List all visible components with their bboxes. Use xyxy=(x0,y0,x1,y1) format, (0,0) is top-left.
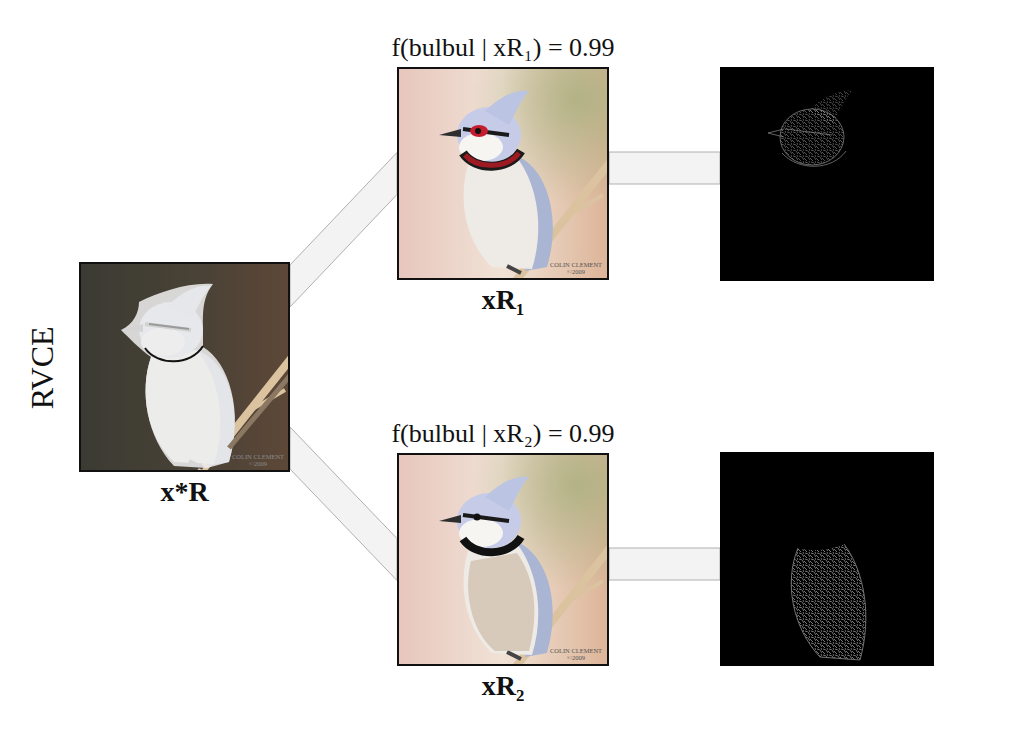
image-label: xR₁ xyxy=(482,284,525,316)
image-frame: f(bulbul | xR₂) = 0.99xR₂ xyxy=(397,453,609,666)
watermark: COLIN CLEMENT ©2009 xyxy=(547,262,605,276)
method-name: RVCE xyxy=(26,327,60,410)
image-label: x*R xyxy=(160,476,208,508)
watermark: COLIN CLEMENT ©2009 xyxy=(547,648,605,662)
image-frame: x*R xyxy=(79,262,290,472)
image-label: xR₂ xyxy=(482,670,525,702)
connector-band xyxy=(290,153,397,308)
probability-title: f(bulbul | xR₁) = 0.99 xyxy=(391,33,614,63)
connector-band xyxy=(290,427,397,581)
watermark: COLIN CLEMENT ©2009 xyxy=(229,454,287,468)
probability-title: f(bulbul | xR₂) = 0.99 xyxy=(391,419,614,449)
image-frame: f(bulbul | xR₁) = 0.99xR₁ xyxy=(397,67,609,280)
